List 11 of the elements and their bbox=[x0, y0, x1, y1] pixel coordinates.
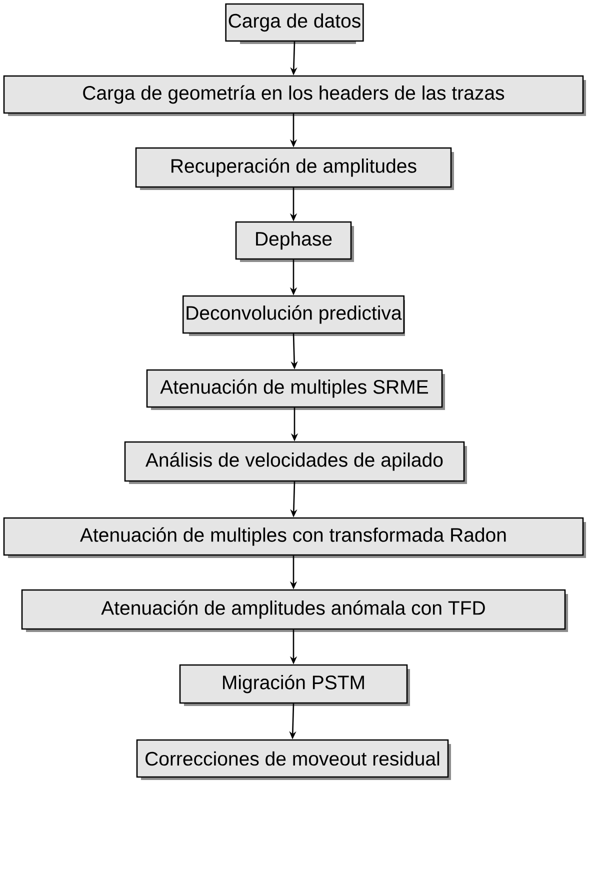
process-box: Recuperación de amplitudes bbox=[135, 147, 454, 190]
process-box: Dephase bbox=[235, 221, 354, 262]
process-box: Atenuación de amplitudes anómala con TFD bbox=[21, 589, 568, 632]
process-box: Atenuación de multiples con transformada Radon bbox=[3, 517, 586, 558]
process-box: Análisis de velocidades de apilado bbox=[124, 441, 467, 484]
process-box: Migración PSTM bbox=[179, 664, 410, 706]
process-box: Carga de geometría en los headers de las trazas bbox=[3, 75, 586, 116]
process-box: Atenuación de multiples SRME bbox=[146, 369, 445, 410]
process-box: Correcciones de moveout residual bbox=[136, 739, 451, 780]
process-box: Deconvolución predictiva bbox=[182, 295, 405, 336]
process-box: Carga de datos bbox=[225, 3, 364, 44]
